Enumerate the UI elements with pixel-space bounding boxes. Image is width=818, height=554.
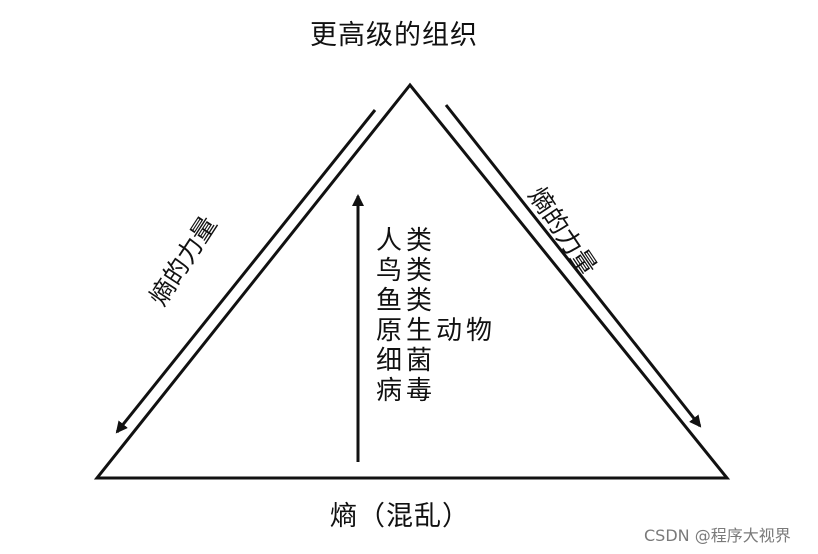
organism-levels-list: 人类 鸟类 鱼类 原生动物 细菌 病毒 — [376, 226, 496, 406]
level-bacteria: 细菌 — [376, 346, 437, 376]
level-birds: 鸟类 — [376, 256, 437, 286]
level-fish: 鱼类 — [376, 286, 437, 316]
left-entropy-arrow — [115, 109, 377, 434]
watermark-text: CSDN @程序大视界 — [644, 526, 791, 545]
entropy-chaos-label: 熵（混乱） — [330, 501, 470, 532]
higher-organization-label: 更高级的组织 — [310, 20, 478, 51]
triangle-outline — [93, 82, 731, 480]
level-viruses: 病毒 — [376, 376, 437, 406]
level-protozoa: 原生动物 — [376, 316, 497, 346]
level-humans: 人类 — [376, 226, 437, 256]
right-entropy-arrow — [444, 104, 702, 428]
